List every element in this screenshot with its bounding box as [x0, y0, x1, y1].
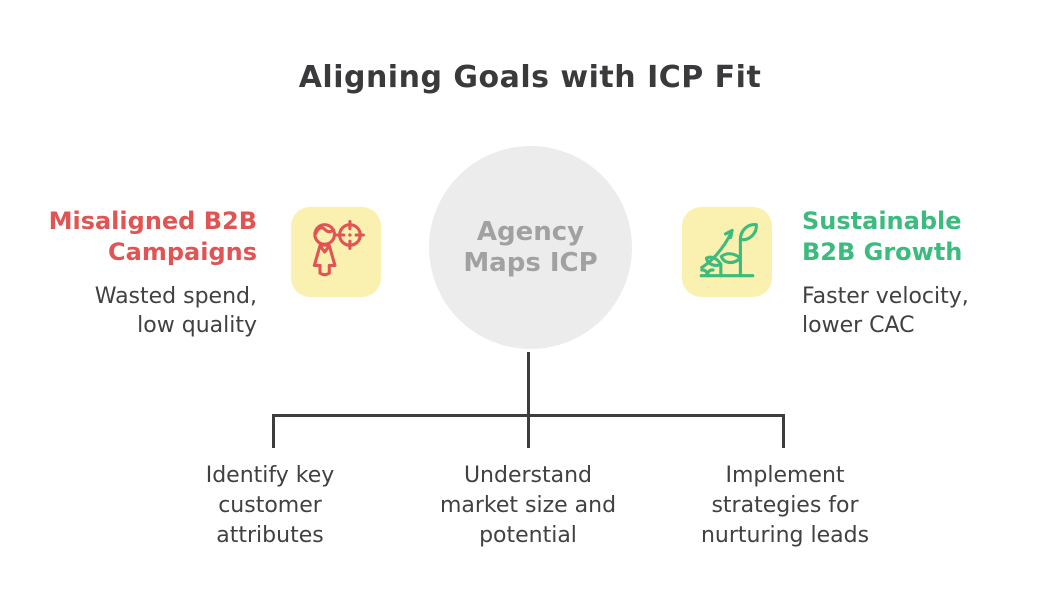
branch-label-understand: Understand market size and potential	[403, 461, 653, 551]
misaligned-subtext: Wasted spend, low quality	[0, 282, 257, 340]
misaligned-sub-line1: Wasted spend,	[94, 284, 257, 309]
sustainable-heading-line2: B2B Growth	[802, 238, 963, 266]
connector-vertical-top	[527, 352, 530, 416]
sustainable-heading: Sustainable B2B Growth	[802, 206, 1060, 268]
growth-icon-box	[682, 207, 772, 297]
branch-understand-line2: market size and	[439, 493, 617, 518]
connector-drop-left	[272, 414, 275, 448]
connector-drop-center	[527, 414, 530, 448]
branch-label-implement: Implement strategies for nurturing leads	[660, 461, 910, 551]
branch-understand-line1: Understand	[463, 463, 593, 488]
connector-drop-right	[782, 414, 785, 448]
misaligned-sub-line2: low quality	[137, 313, 257, 338]
branch-implement-line2: strategies for	[711, 493, 859, 518]
left-callout: Misaligned B2B Campaigns Wasted spend, l…	[0, 206, 257, 340]
woman-target-icon	[303, 219, 369, 285]
sustainable-subtext: Faster velocity, lower CAC	[802, 282, 1060, 340]
misaligned-heading-line1: Misaligned B2B	[48, 207, 257, 235]
sustainable-sub-line1: Faster velocity,	[802, 284, 969, 309]
misaligned-heading-line2: Campaigns	[108, 238, 257, 266]
growth-plant-icon	[694, 219, 760, 285]
misaligned-heading: Misaligned B2B Campaigns	[0, 206, 257, 268]
branch-identify-line3: attributes	[216, 523, 324, 548]
branch-implement-line1: Implement	[725, 463, 845, 488]
center-circle: Agency Maps ICP	[429, 146, 632, 349]
branch-label-identify: Identify key customer attributes	[145, 461, 395, 551]
branch-identify-line1: Identify key	[205, 463, 335, 488]
branch-implement-line3: nurturing leads	[700, 523, 870, 548]
diagram-title: Aligning Goals with ICP Fit	[298, 60, 762, 95]
sustainable-heading-line1: Sustainable	[802, 207, 962, 235]
right-callout: Sustainable B2B Growth Faster velocity, …	[802, 206, 1060, 340]
branch-identify-line2: customer	[218, 493, 322, 518]
center-circle-label-line2: Maps ICP	[463, 247, 598, 278]
misaligned-icon-box	[291, 207, 381, 297]
center-circle-label-line1: Agency	[476, 216, 585, 247]
sustainable-sub-line2: lower CAC	[802, 313, 915, 338]
branch-understand-line3: potential	[479, 523, 577, 548]
